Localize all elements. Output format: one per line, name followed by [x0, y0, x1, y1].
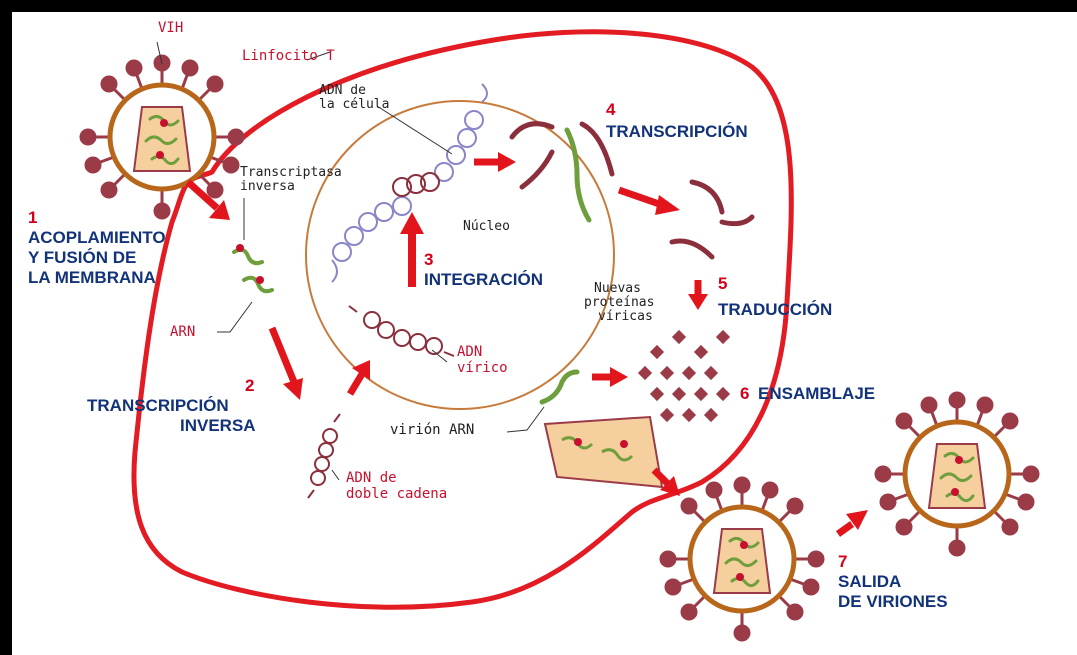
step-1-title-1: ACOPLAMIENTO [28, 228, 166, 248]
nucleo-label: Núcleo [463, 220, 510, 234]
t-cell-membrane [134, 32, 791, 607]
step-3-number: 3 [424, 250, 433, 270]
step-7-title-1: SALIDA [838, 572, 901, 592]
step-4-number: 4 [606, 100, 615, 120]
adn-celula-label-2: la célula [319, 98, 389, 112]
adn-doble-label-1: ADN de [346, 470, 397, 486]
step-1-title-3: LA MEMBRANA [28, 268, 156, 288]
double-strand-dna [308, 414, 340, 498]
hiv-virion-budding [661, 478, 823, 640]
proteinas-label-2: proteínas [584, 296, 654, 310]
step-2-title-1: TRANSCRIPCIÓN [87, 396, 229, 416]
adn-doble-label-2: doble cadena [346, 486, 447, 502]
hiv-virion-released [876, 393, 1038, 555]
vih-label: VIH [158, 20, 183, 36]
transcriptasa-label-2: inversa [240, 180, 295, 194]
hiv-lifecycle-diagram: VIH Linfocito T ADN de la célula Transcr… [12, 12, 1077, 655]
step-1-number: 1 [28, 208, 37, 228]
adn-virico-label-1: ADN [457, 344, 482, 360]
process-arrows [188, 152, 868, 534]
step-2-number: 2 [245, 376, 254, 396]
step-7-title-2: DE VIRIONES [838, 592, 948, 612]
step-2-title-2: INVERSA [180, 416, 256, 436]
step-7-number: 7 [838, 552, 847, 572]
virion-arn-label: virión ARN [390, 422, 474, 438]
step-3-title: INTEGRACIÓN [424, 270, 543, 290]
hiv-virion-docking [81, 56, 243, 218]
proteinas-label-3: víricas [598, 310, 653, 324]
linfocito-label: Linfocito T [242, 48, 335, 64]
step-6-title: ENSAMBLAJE [758, 384, 875, 404]
step-4-title: TRANSCRIPCIÓN [606, 122, 748, 142]
transcriptasa-label-1: Transcriptasa [240, 166, 342, 180]
step-5-number: 5 [718, 274, 727, 294]
step-5-title: TRADUCCIÓN [718, 300, 832, 320]
step-6-number: 6 [740, 384, 749, 404]
viral-proteins [638, 330, 730, 422]
adn-virico-label-2: vírico [457, 360, 508, 376]
proteinas-label-1: Nuevas [594, 282, 641, 296]
arn-label: ARN [170, 324, 195, 340]
adn-celula-label-1: ADN de [319, 84, 366, 98]
step-1-title-2: Y FUSIÓN DE [28, 248, 136, 268]
viral-dna-helix [349, 306, 454, 356]
assembling-capsid [545, 417, 662, 487]
